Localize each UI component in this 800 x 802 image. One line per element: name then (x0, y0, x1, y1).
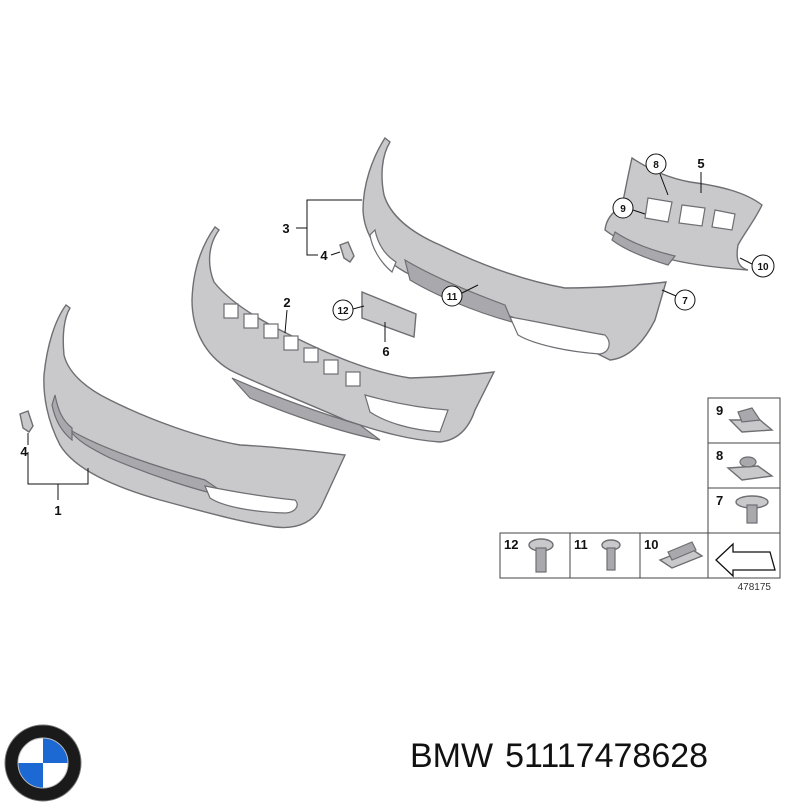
callout-7: 7 (682, 296, 688, 307)
part-number: 51117478628 (505, 737, 709, 775)
table-label-8: 8 (716, 448, 723, 463)
speed-nut-9-icon (728, 407, 774, 433)
product-caption: BMW 51117478628 (410, 737, 720, 776)
clip-part-4-lower (19, 410, 34, 433)
bmw-logo-icon (4, 724, 82, 802)
callout-2: 2 (283, 295, 290, 310)
speed-nut-8-icon (726, 456, 774, 481)
cell-7 (707, 487, 781, 534)
callout-8: 8 (653, 160, 659, 171)
plate-bracket-part-6 (361, 290, 417, 338)
table-label-9: 9 (716, 403, 723, 418)
screw-12-icon (528, 538, 554, 573)
callout-11: 11 (447, 292, 458, 303)
fastener-table: 9 8 7 12 11 10 (499, 397, 781, 593)
rivet-7-icon (735, 495, 769, 524)
brand-name: BMW (410, 737, 494, 775)
callout-5: 5 (697, 156, 704, 171)
label-11: 11 (441, 284, 479, 307)
callout-1: 1 (54, 503, 61, 518)
callout-6: 6 (382, 344, 389, 359)
bracket-part-5 (604, 156, 763, 271)
callout-9: 9 (620, 204, 626, 215)
callout-12: 12 (337, 306, 349, 317)
table-label-10: 10 (644, 537, 658, 552)
direction-arrow-icon (715, 542, 776, 578)
label-10: 10 (739, 254, 775, 278)
table-label-11: 11 (574, 537, 588, 552)
callout-4-upper: 4 (320, 248, 328, 263)
reference-number: 478175 (738, 582, 772, 593)
label-7: 7 (661, 289, 696, 311)
label-8-5: 8 5 (645, 153, 705, 196)
screw-11-icon (601, 539, 621, 571)
label-9: 9 (612, 197, 646, 219)
clip-nut-10-icon (658, 541, 704, 569)
clip-part-4-upper (339, 241, 355, 263)
label-6-12: 6 12 (332, 299, 390, 359)
grille-openings (223, 303, 361, 387)
label-group-1-4: 4 1 (20, 433, 89, 518)
callout-4-lower: 4 (20, 444, 28, 459)
callout-3: 3 (282, 221, 289, 236)
bumper-part-2 (191, 226, 496, 443)
bumper-part-1 (43, 304, 347, 529)
table-label-7: 7 (716, 493, 723, 508)
table-label-12: 12 (504, 537, 518, 552)
label-2: 2 (283, 295, 291, 334)
label-group-3-4: 3 4 (282, 199, 362, 263)
callout-10: 10 (757, 262, 769, 273)
